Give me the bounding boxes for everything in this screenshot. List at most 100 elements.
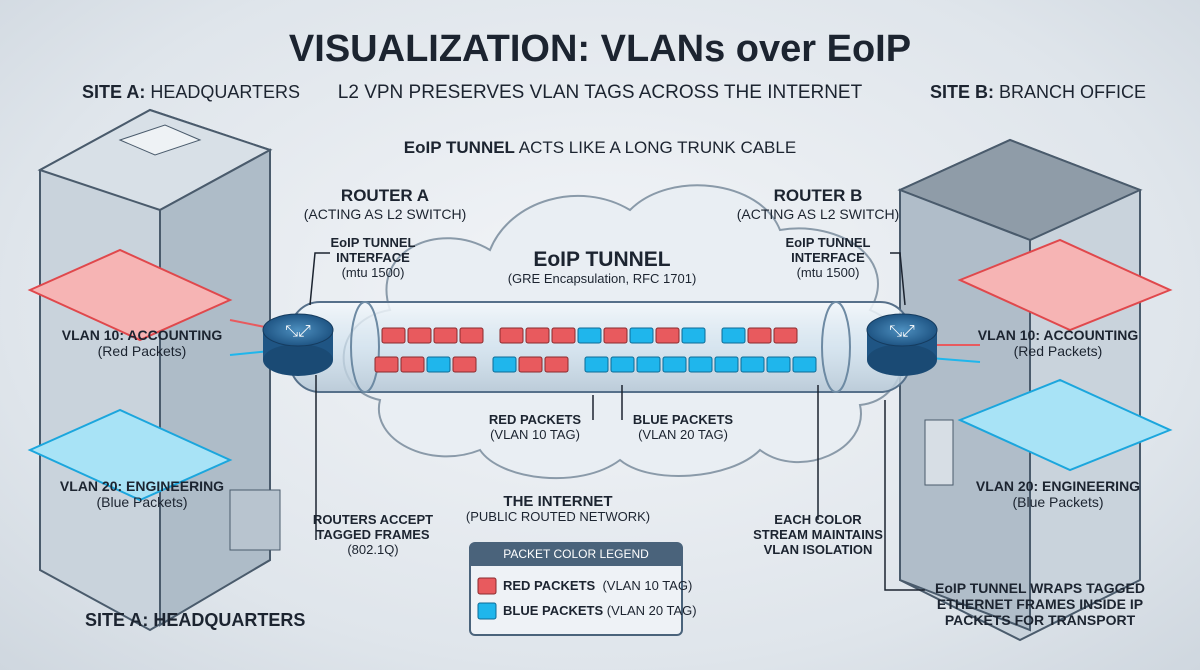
internet-name: THE INTERNET [503, 493, 613, 510]
router-a-label: ROUTER A(ACTING AS L2 SWITCH) [304, 186, 467, 222]
callout-lines [309, 252, 925, 591]
blue-packet [714, 356, 739, 373]
blue-packet [577, 327, 602, 344]
red-packet [525, 327, 550, 344]
iface-line2: INTERFACE [336, 249, 410, 265]
blue-packet [688, 356, 713, 373]
site-a-vlan10: VLAN 10: ACCOUNTING(Red Packets) [62, 327, 223, 359]
note-line: ROUTERS ACCEPT [312, 512, 434, 527]
blue-packet [766, 356, 791, 373]
blue-packet [629, 327, 654, 344]
red-packet [603, 327, 628, 344]
red-packet [773, 327, 798, 344]
vlan20-sub: (Blue Packets) [1012, 494, 1104, 511]
red-packet [747, 327, 772, 344]
packet-color-legend [469, 542, 683, 636]
blue-packet [662, 356, 687, 373]
blue-label-sub: (VLAN 20 TAG) [638, 426, 728, 442]
red-packet [452, 356, 477, 373]
red-packet [518, 356, 543, 373]
legend-item-tag: (VLAN 20 TAG) [606, 603, 697, 618]
site-a-label-bold: SITE A: [82, 82, 146, 102]
tunnel-caption-bold: EoIP TUNNEL [403, 138, 515, 157]
router-b-role: (ACTING AS L2 SWITCH) [736, 205, 900, 222]
red-packet [551, 327, 576, 344]
router-b-icon: ⤡⤢ [866, 313, 938, 376]
site-a-label: SITE A: HEADQUARTERS [82, 82, 300, 103]
vlan10-name: VLAN 10: ACCOUNTING [61, 327, 223, 343]
red-label-sub: (VLAN 10 TAG) [490, 426, 580, 442]
svg-text:⤡⤢: ⤡⤢ [285, 321, 311, 340]
blue-packet [721, 327, 746, 344]
site-a-label-rest: HEADQUARTERS [150, 82, 301, 102]
subtitle: L2 VPN PRESERVES VLAN TAGS ACROSS THE IN… [337, 82, 863, 103]
vlan20-name: VLAN 20: ENGINEERING [975, 478, 1141, 494]
internet-sub: (PUBLIC ROUTED NETWORK) [465, 509, 651, 525]
site-b-label: SITE B: BRANCH OFFICE [930, 82, 1146, 103]
red-packet [655, 327, 680, 344]
blue-packet [681, 327, 706, 344]
legend-item-blue: BLUE PACKETS (VLAN 20 TAG) [503, 603, 697, 619]
tunnel-caption: EoIP TUNNEL ACTS LIKE A LONG TRUNK CABLE [404, 138, 796, 158]
blue-packet [426, 356, 451, 373]
blue-packet [740, 356, 765, 373]
router-b-name: ROUTER B [773, 186, 863, 205]
blue-packets-label: BLUE PACKETS(VLAN 20 TAG) [632, 412, 734, 443]
note-line: TAGGED FRAMES [316, 526, 430, 542]
site-b-building [897, 138, 1173, 642]
legend-item-red: RED PACKETS (VLAN 10 TAG) [503, 578, 693, 594]
red-packet [433, 327, 458, 344]
blue-packet [610, 356, 635, 373]
iface-line2: INTERFACE [791, 249, 865, 265]
note-line: EoIP TUNNEL WRAPS TAGGED [934, 580, 1146, 596]
red-packet [407, 327, 432, 344]
vlan10-sub: (Red Packets) [1013, 343, 1103, 360]
vlan10-sub: (Red Packets) [97, 343, 187, 360]
red-packet [381, 327, 406, 344]
router-b-label: ROUTER B(ACTING AS L2 SWITCH) [737, 186, 900, 222]
tunnel-sub: (GRE Encapsulation, RFC 1701) [507, 271, 697, 287]
blue-packet [492, 356, 517, 373]
note-line: ETHERNET FRAMES INSIDE IP [936, 596, 1144, 613]
red-label-name: RED PACKETS [488, 412, 582, 427]
legend-title: PACKET COLOR LEGEND [503, 547, 649, 561]
legend-item-name: RED PACKETS [503, 578, 596, 593]
eoip-tunnel-pipe [289, 301, 911, 393]
note-line: PACKETS FOR TRANSPORT [944, 612, 1136, 629]
site-b-label-rest: BRANCH OFFICE [999, 82, 1147, 102]
blue-packet [792, 356, 817, 373]
svg-text:⤡⤢: ⤡⤢ [889, 321, 915, 340]
site-a-footer: SITE A: HEADQUARTERS [85, 610, 306, 630]
tunnel-caption-rest: ACTS LIKE A LONG TRUNK CABLE [518, 138, 797, 157]
blue-packet [584, 356, 609, 373]
router-a-role: (ACTING AS L2 SWITCH) [303, 205, 467, 222]
vlan10-name: VLAN 10: ACCOUNTING [977, 327, 1139, 343]
legend-item-name: BLUE PACKETS [503, 603, 604, 618]
red-packet [400, 356, 425, 373]
blue-label-name: BLUE PACKETS [632, 412, 734, 427]
red-packet [459, 327, 484, 344]
vlan20-name: VLAN 20: ENGINEERING [59, 478, 225, 494]
tunnel-label: EoIP TUNNEL(GRE Encapsulation, RFC 1701) [508, 248, 697, 287]
site-b-vlan10: VLAN 10: ACCOUNTING(Red Packets) [978, 327, 1139, 359]
red-packet [499, 327, 524, 344]
packet-streams [374, 327, 817, 373]
blue-packet [636, 356, 661, 373]
iface-mtu: (mtu 1500) [341, 264, 405, 280]
site-a-building [27, 108, 281, 632]
note-line: STREAM MAINTAINS [753, 526, 883, 542]
site-b-vlan20: VLAN 20: ENGINEERING(Blue Packets) [976, 478, 1140, 510]
legend-item-tag: (VLAN 10 TAG) [602, 578, 693, 593]
note-line: VLAN ISOLATION [763, 541, 873, 557]
internet-label: THE INTERNET(PUBLIC ROUTED NETWORK) [466, 493, 650, 525]
site-b-label-bold: SITE B: [930, 82, 995, 102]
site-a-vlan20: VLAN 20: ENGINEERING(Blue Packets) [60, 478, 224, 510]
page-title: VISUALIZATION: VLANs over EoIP [288, 28, 912, 70]
red-packets-label: RED PACKETS(VLAN 10 TAG) [488, 412, 582, 443]
iface-line1: EoIP TUNNEL [785, 235, 871, 250]
